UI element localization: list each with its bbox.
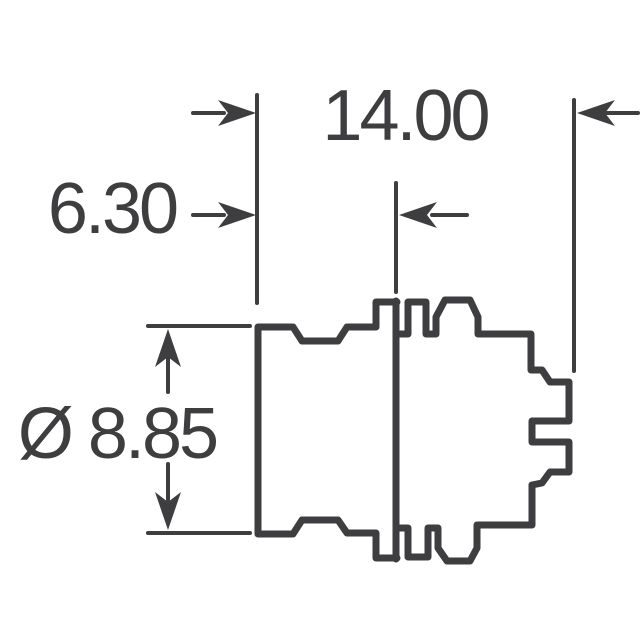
body-outline	[392, 296, 573, 565]
geometry-layer	[146, 93, 640, 565]
arrowhead-total-left	[218, 100, 256, 126]
bushing-outline	[254, 298, 401, 562]
dim-label-bushing-length: 6.30	[48, 169, 177, 249]
arrowhead-diameter-top	[155, 329, 181, 367]
dim-label-body-diameter: Ø 8.85	[18, 394, 217, 474]
arrowhead-bushing-left	[218, 202, 256, 228]
arrowhead-total-right	[577, 100, 615, 126]
arrowhead-diameter-bottom	[155, 492, 181, 530]
dim-label-total-length: 14.00	[322, 76, 488, 156]
arrowhead-bushing-right	[399, 202, 437, 228]
